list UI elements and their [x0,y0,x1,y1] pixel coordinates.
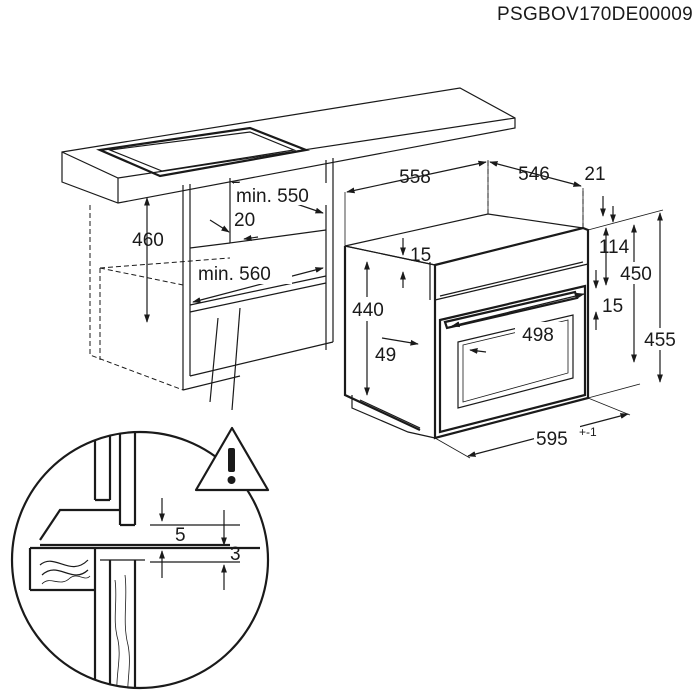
dim-min-560-label: min. 560 [198,264,271,285]
oven-front-frame [433,226,590,440]
dim-558-label: 558 [399,167,431,188]
dim-15-top-label: 15 [410,245,431,266]
kitchen-cabinet [61,87,516,391]
dim-440-label: 440 [352,300,384,321]
oven-dimensions: 558 546 21 15 440 114 450 15 455 498 49 … [344,160,682,459]
document-code: PSGBOV170DE00009 [497,4,693,25]
dim-460-label: 460 [132,230,164,251]
dim-5-label: 5 [175,525,186,546]
dim-455-label: 455 [644,330,676,351]
warning-triangle-icon [194,426,270,492]
dim-20-label: 20 [234,210,255,231]
worktop [61,87,516,204]
cabinet-dimensions: 460 min. 550 20 min. 560 [132,181,328,323]
detail-magnifier: 5 3 [10,426,270,690]
dim-15-mid-label: 15 [602,296,623,317]
dim-49-label: 49 [375,345,396,366]
hob-cutout [96,126,311,178]
dim-595-tolerance: +-1 [579,425,597,439]
dim-3-label: 3 [230,544,241,565]
dim-114-label: 114 [599,237,630,258]
dim-546-label: 546 [518,164,550,185]
dim-450-label: 450 [620,264,652,285]
oven-door [438,284,587,434]
dim-595-label: 595 [536,429,568,450]
dim-21-label: 21 [584,164,605,185]
dim-min-550-label: min. 550 [236,186,309,207]
dim-498-label: 498 [522,325,554,346]
